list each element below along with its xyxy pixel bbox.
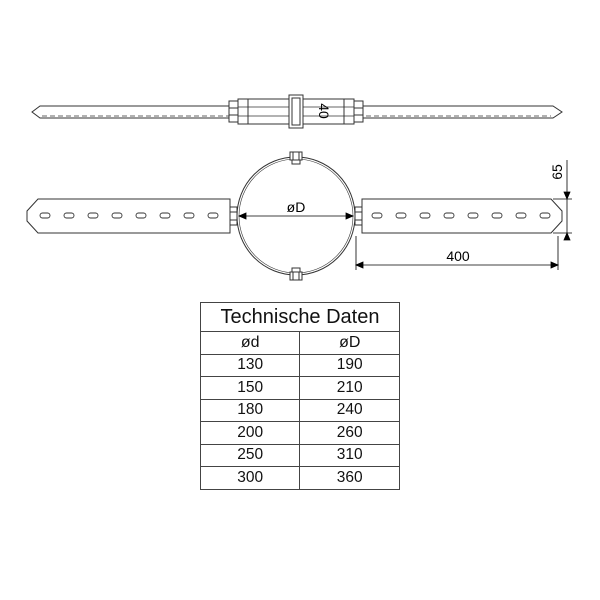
top-view-bolt-left (228, 100, 239, 123)
table-cell: 150 (199, 376, 301, 400)
table-cell: 180 (199, 398, 301, 422)
top-view-right-arm (355, 105, 563, 119)
table-cell: 250 (199, 443, 301, 467)
table-cell: 310 (299, 443, 400, 467)
table-row: 130 190 (199, 353, 400, 377)
front-view-bolt-right (354, 206, 363, 226)
table-row: 150 210 (199, 376, 400, 400)
right-arm-slots (371, 212, 551, 219)
front-view-right-arm (361, 198, 563, 234)
table-row: 180 240 (199, 398, 400, 422)
table-cell: 240 (299, 398, 400, 422)
table-cell: 190 (299, 353, 400, 377)
arm-length-dimension (354, 236, 560, 270)
diameter-label: øD (287, 199, 306, 215)
front-view-bolt-top (289, 151, 303, 165)
front-view-bolt-left (229, 206, 238, 226)
top-view-bolt-right (353, 100, 364, 123)
table-row: 250 310 (199, 443, 400, 467)
table-cell: 260 (299, 421, 400, 445)
arm-length-label: 400 (446, 248, 470, 264)
table-row: 200 260 (199, 421, 400, 445)
front-view (26, 151, 572, 281)
left-arm-slots (39, 212, 219, 219)
table-row: 300 360 (199, 466, 400, 490)
column-header-outer-diameter: øD (299, 331, 400, 355)
diameter-dimension-line (237, 212, 355, 220)
arm-height-label: 65 (549, 164, 565, 180)
table-cell: 300 (199, 466, 301, 490)
technical-data-table: Technische Daten ød øD 130 190 150 210 1… (199, 302, 400, 490)
top-view (31, 94, 563, 129)
table-cell: 360 (299, 466, 400, 490)
top-view-left-arm (31, 105, 235, 119)
table-cell: 210 (299, 376, 400, 400)
top-view-height-dim: 40 (316, 103, 332, 119)
table-cell: 200 (199, 421, 301, 445)
table-cell: 130 (199, 353, 301, 377)
table-title: Technische Daten (200, 302, 400, 332)
column-header-inner-diameter: ød (199, 331, 301, 355)
front-view-left-arm (26, 198, 231, 234)
arm-height-dimension (553, 160, 572, 241)
front-view-bolt-bottom (289, 267, 303, 281)
top-view-center-nut (288, 94, 304, 129)
